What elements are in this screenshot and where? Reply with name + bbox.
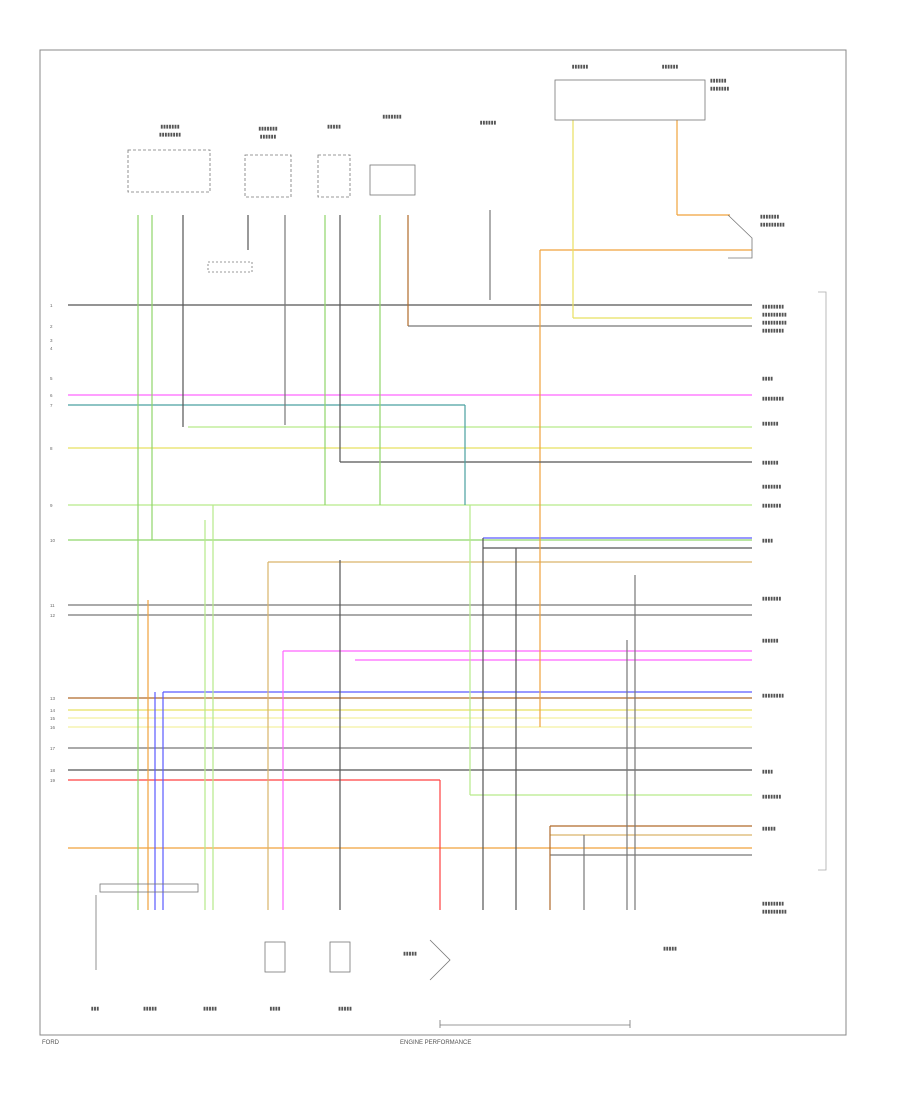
svg-text:▮▮▮▮▮: ▮▮▮▮▮ — [203, 1006, 217, 1012]
svg-text:▮▮▮▮▮▮▮▮▮: ▮▮▮▮▮▮▮▮▮ — [762, 909, 787, 915]
left-pin-9: 9 — [50, 503, 53, 508]
vertical-wires — [137, 120, 752, 910]
svg-text:▮▮▮▮▮▮: ▮▮▮▮▮▮ — [572, 64, 589, 70]
left-pin-1: 1 — [50, 303, 53, 308]
left-pin-3: 3 — [50, 338, 53, 343]
svg-text:▮▮▮▮▮▮▮: ▮▮▮▮▮▮▮ — [160, 124, 180, 130]
svg-text:▮▮▮▮▮: ▮▮▮▮▮ — [762, 826, 776, 832]
svg-text:▮▮▮▮▮▮: ▮▮▮▮▮▮ — [260, 134, 277, 140]
svg-text:▮▮▮▮▮▮: ▮▮▮▮▮▮ — [710, 78, 727, 84]
bottom-component-labels: ▮▮▮ ▮▮▮▮▮ ▮▮▮▮▮ ▮▮▮▮ ▮▮▮▮▮ ▮▮▮▮▮ ▮▮▮▮▮ — [91, 946, 677, 1012]
svg-text:▮▮▮▮▮▮▮▮▮: ▮▮▮▮▮▮▮▮▮ — [760, 222, 785, 228]
svg-text:▮▮▮▮▮: ▮▮▮▮▮ — [663, 946, 677, 952]
svg-text:▮▮▮▮▮▮▮: ▮▮▮▮▮▮▮ — [762, 596, 782, 602]
svg-text:▮▮▮▮▮▮: ▮▮▮▮▮▮ — [762, 638, 779, 644]
left-pin-7: 7 — [50, 403, 53, 408]
left-pin-6: 6 — [50, 393, 53, 398]
diagram-frame — [39, 49, 847, 1036]
left-pin-11: 11 — [50, 603, 55, 608]
svg-text:▮▮▮▮▮▮▮: ▮▮▮▮▮▮▮ — [710, 86, 730, 92]
svg-text:▮▮▮▮▮: ▮▮▮▮▮ — [338, 1006, 352, 1012]
footer-center: ENGINE PERFORMANCE — [400, 1040, 472, 1046]
svg-text:▮▮▮▮: ▮▮▮▮ — [762, 538, 773, 544]
svg-text:▮▮▮▮▮▮: ▮▮▮▮▮▮ — [480, 120, 497, 126]
pcm-connector-bracket — [818, 291, 827, 871]
left-pin-13: 13 — [50, 696, 56, 701]
left-pin-4: 4 — [50, 346, 53, 351]
left-pin-19: 19 — [50, 778, 56, 783]
svg-text:▮▮▮▮▮▮▮▮: ▮▮▮▮▮▮▮▮ — [762, 901, 784, 907]
left-pin-12: 12 — [50, 613, 56, 618]
horizontal-wires — [68, 249, 752, 856]
left-pin-17: 17 — [50, 746, 56, 751]
svg-text:▮▮▮▮▮: ▮▮▮▮▮ — [143, 1006, 157, 1012]
svg-text:▮▮▮▮▮▮▮: ▮▮▮▮▮▮▮ — [258, 126, 278, 132]
ground-symbols — [95, 895, 631, 1028]
svg-text:▮▮▮▮: ▮▮▮▮ — [762, 769, 773, 775]
svg-text:▮▮▮: ▮▮▮ — [91, 1006, 100, 1012]
left-pin-18: 18 — [50, 768, 56, 773]
pcm-function-labels: ▮▮▮▮▮▮▮▮ ▮▮▮▮▮▮▮▮▮ ▮▮▮▮▮▮▮▮▮ ▮▮▮▮▮▮▮▮ ▮▮… — [762, 304, 787, 915]
svg-text:▮▮▮▮: ▮▮▮▮ — [762, 376, 773, 382]
svg-text:▮▮▮▮▮▮▮▮: ▮▮▮▮▮▮▮▮ — [762, 396, 784, 402]
svg-text:▮▮▮▮▮▮▮: ▮▮▮▮▮▮▮ — [762, 794, 782, 800]
left-pin-16: 16 — [50, 725, 56, 730]
left-pin-8: 8 — [50, 446, 53, 451]
svg-text:▮▮▮▮▮▮▮▮▮: ▮▮▮▮▮▮▮▮▮ — [762, 320, 787, 326]
left-pin-10: 10 — [50, 538, 56, 543]
svg-text:▮▮▮▮▮▮▮▮▮: ▮▮▮▮▮▮▮▮▮ — [762, 312, 787, 318]
svg-text:▮▮▮▮▮▮▮: ▮▮▮▮▮▮▮ — [762, 484, 782, 490]
svg-text:▮▮▮▮▮▮▮▮: ▮▮▮▮▮▮▮▮ — [762, 693, 784, 699]
svg-text:▮▮▮▮▮▮▮: ▮▮▮▮▮▮▮ — [382, 114, 402, 120]
left-pin-14: 14 — [50, 708, 56, 713]
svg-text:▮▮▮▮▮▮: ▮▮▮▮▮▮ — [762, 460, 779, 466]
footer-left: FORD — [42, 1040, 59, 1046]
svg-text:▮▮▮▮▮: ▮▮▮▮▮ — [403, 951, 417, 957]
svg-text:▮▮▮▮: ▮▮▮▮ — [269, 1006, 280, 1012]
svg-text:▮▮▮▮▮: ▮▮▮▮▮ — [327, 124, 341, 130]
svg-text:▮▮▮▮▮▮: ▮▮▮▮▮▮ — [762, 421, 779, 427]
svg-text:▮▮▮▮▮▮▮: ▮▮▮▮▮▮▮ — [762, 503, 782, 509]
svg-text:▮▮▮▮▮▮▮▮: ▮▮▮▮▮▮▮▮ — [159, 132, 181, 138]
component-labels: ▮▮▮▮▮▮▮ ▮▮▮▮▮▮▮▮ ▮▮▮▮▮▮▮ ▮▮▮▮▮▮ ▮▮▮▮▮ ▮▮… — [159, 64, 785, 228]
left-pin-5: 5 — [50, 376, 53, 381]
left-pin-2: 2 — [50, 324, 53, 329]
svg-text:▮▮▮▮▮▮▮▮: ▮▮▮▮▮▮▮▮ — [762, 304, 784, 310]
svg-text:▮▮▮▮▮▮▮▮: ▮▮▮▮▮▮▮▮ — [762, 328, 784, 334]
svg-text:▮▮▮▮▮▮: ▮▮▮▮▮▮ — [662, 64, 679, 70]
svg-text:▮▮▮▮▮▮▮: ▮▮▮▮▮▮▮ — [760, 214, 780, 220]
top-components — [99, 79, 753, 981]
left-pin-15: 15 — [50, 716, 56, 721]
